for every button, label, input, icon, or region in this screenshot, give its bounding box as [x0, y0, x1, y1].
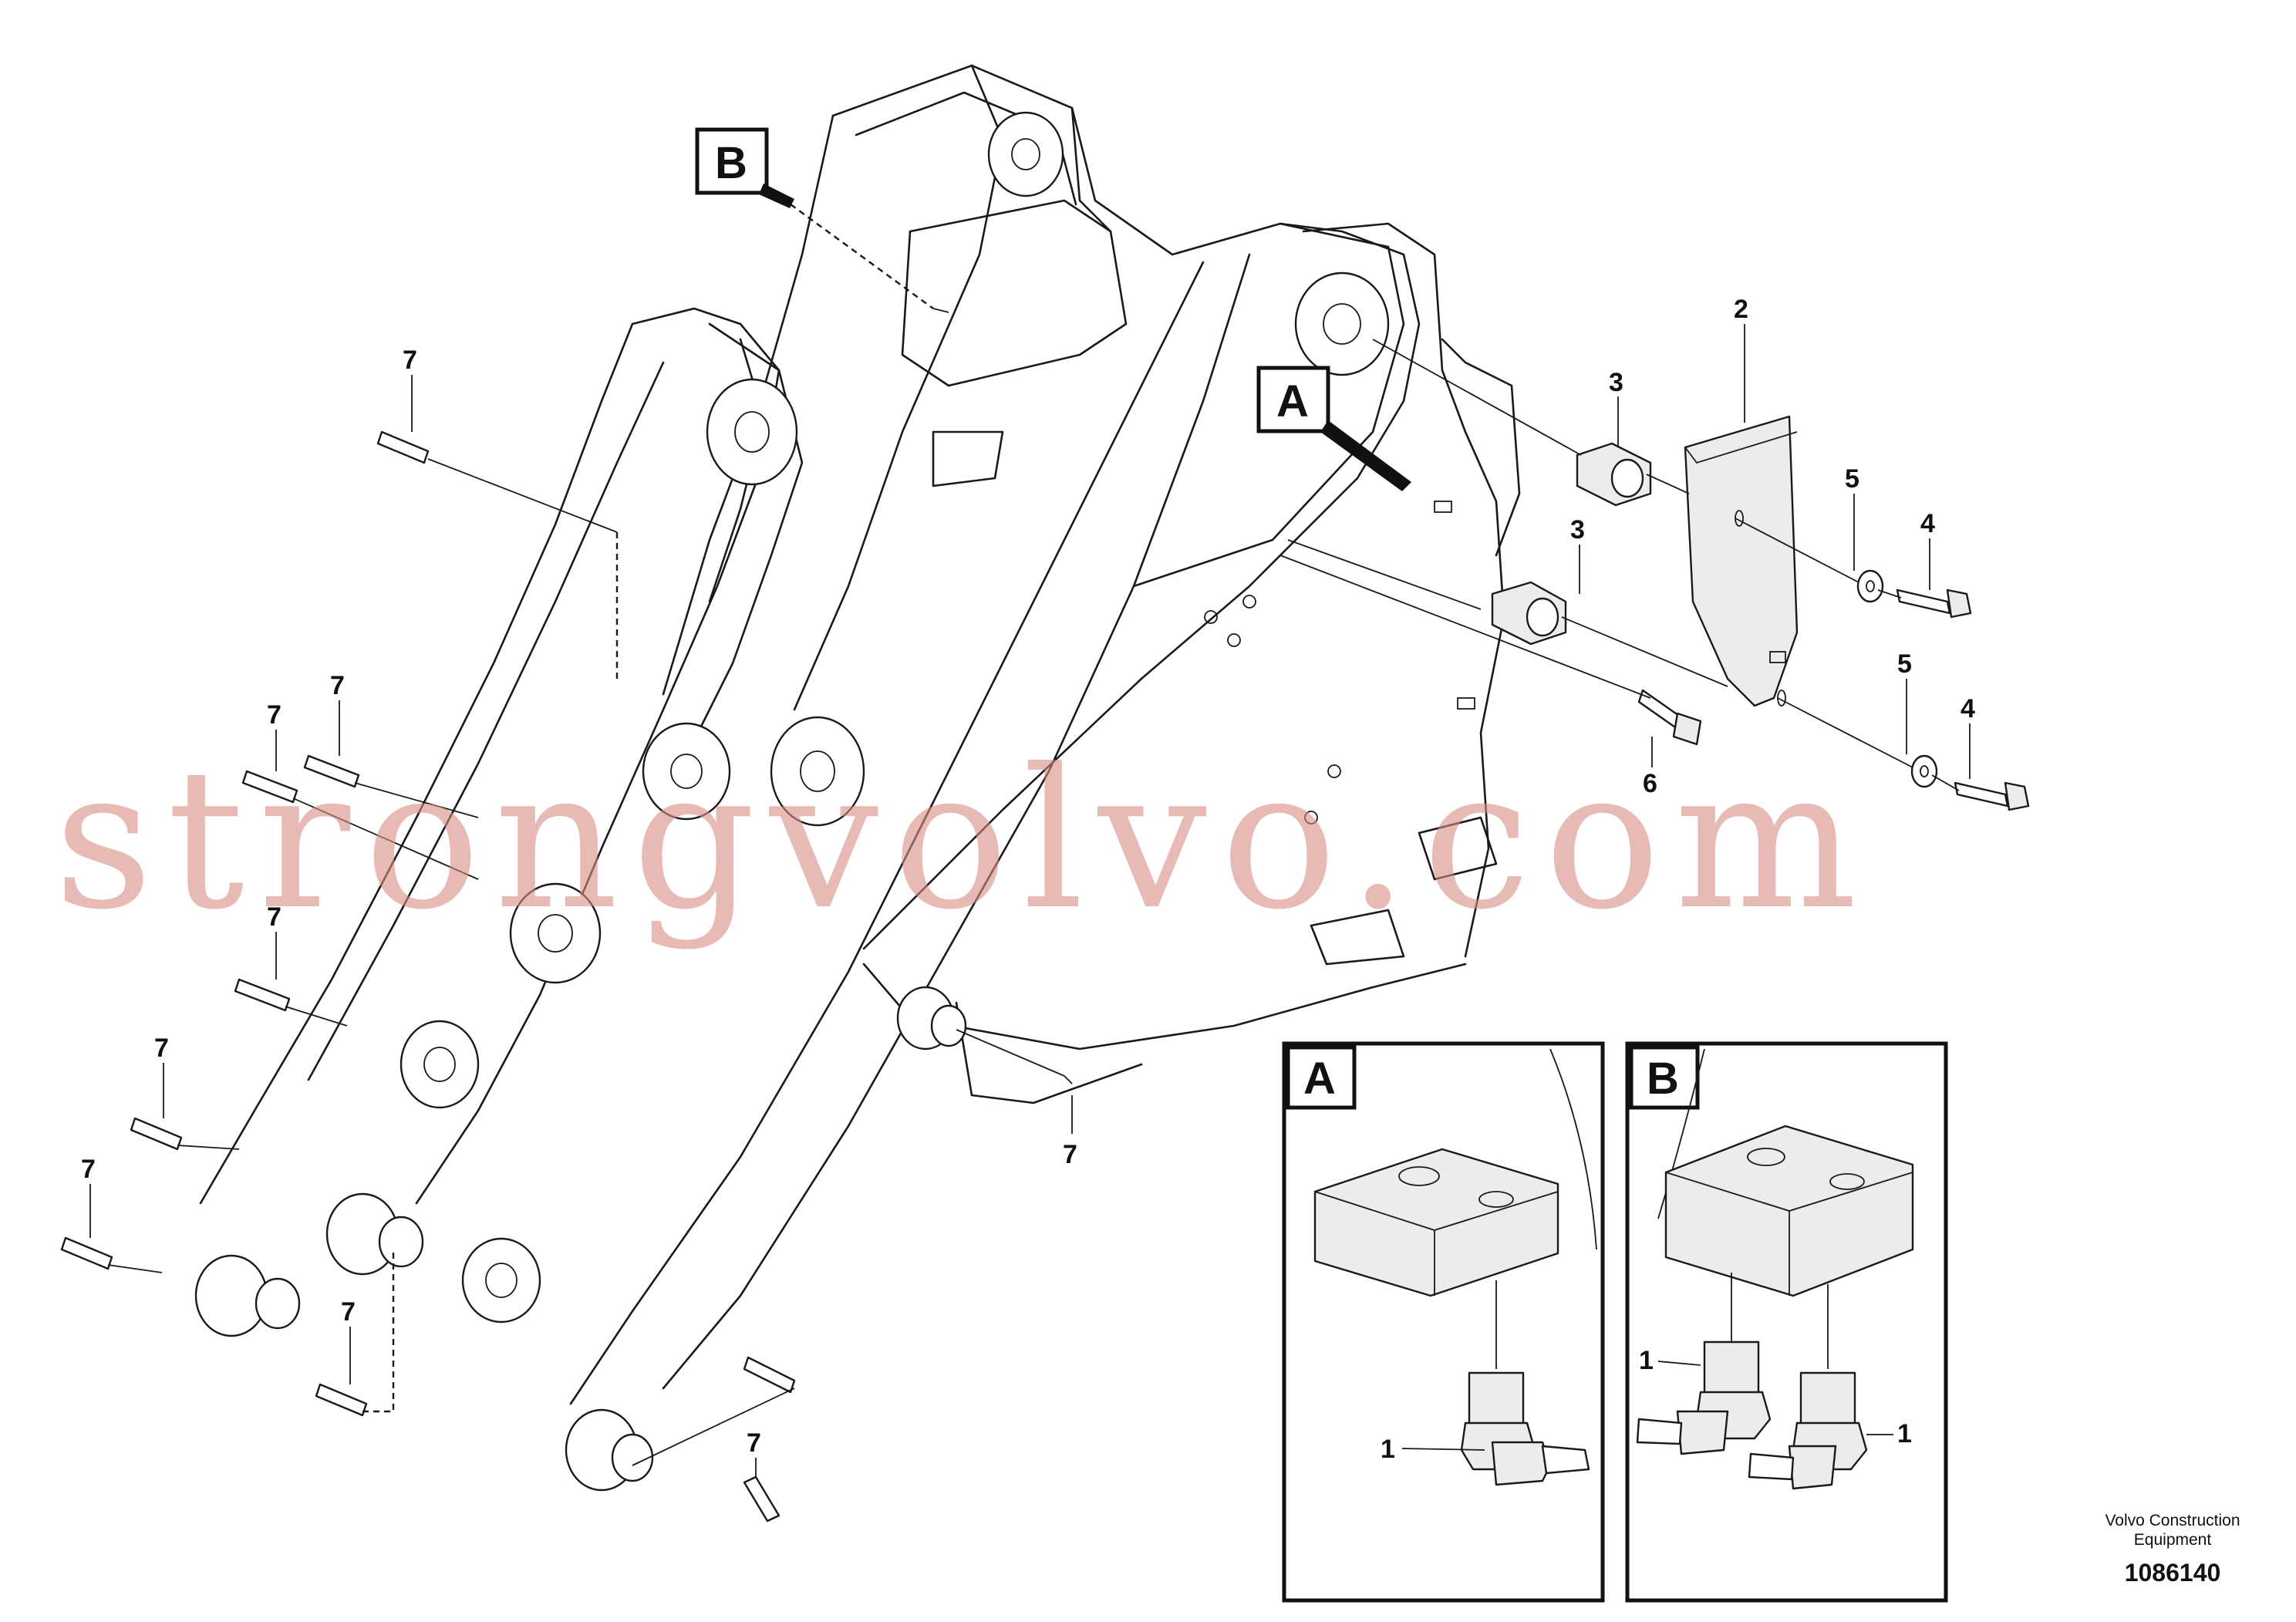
callout-7-i: 7	[747, 1428, 761, 1458]
callout-4-lower: 4	[1961, 694, 1975, 723]
callout-7-e: 7	[154, 1034, 169, 1063]
detail-panel-a: A 1	[1282, 1041, 1605, 1603]
company-line-1: Volvo Construction	[2105, 1512, 2240, 1529]
watermark: strongvolvo.com	[54, 727, 1871, 952]
callout-5-lower: 5	[1897, 649, 1912, 679]
detail-b-callout-1-right: 1	[1897, 1419, 1912, 1448]
detail-panel-b: B 1 1	[1625, 1041, 1948, 1603]
detail-a-label: A	[1303, 1054, 1336, 1104]
callout-7-b: 7	[330, 671, 345, 700]
detail-b-callout-1-left: 1	[1639, 1346, 1654, 1375]
callout-4-upper: 4	[1920, 509, 1935, 538]
svg-text:A: A	[1276, 376, 1309, 427]
bolt-6	[1637, 689, 1702, 746]
loader-frame-drawing	[194, 64, 1521, 1492]
detail-a-callout-1: 1	[1381, 1435, 1395, 1464]
callout-7-a: 7	[403, 346, 417, 375]
flange-bolt-lower	[1954, 781, 2030, 811]
bracket-plate	[1684, 415, 1799, 707]
callout-7-c: 7	[267, 700, 282, 730]
footer-block: Volvo Construction Equipment 1086140	[2105, 1512, 2240, 1587]
flange-bolt-upper	[1896, 588, 1972, 619]
view-label-b: B	[695, 127, 794, 208]
damper-upper	[1576, 442, 1652, 507]
detail-b-label: B	[1647, 1054, 1679, 1104]
view-label-a: A	[1256, 366, 1411, 491]
damper-lower	[1491, 581, 1567, 646]
callout-5-upper: 5	[1845, 464, 1859, 494]
drawing-number: 1086140	[2125, 1559, 2221, 1587]
callout-numbers: 2 3 3 4 4 5 5 6 7 7 7 7 7 7 7 7 7	[81, 295, 1975, 1477]
callout-7-f: 7	[81, 1155, 96, 1184]
callout-6: 6	[1643, 769, 1657, 798]
callout-7-h: 7	[1063, 1140, 1077, 1169]
washer-lower	[1910, 754, 1938, 788]
callout-3-upper: 3	[1609, 368, 1623, 397]
svg-text:B: B	[715, 138, 747, 188]
callout-7-d: 7	[267, 902, 282, 932]
callout-3-lower: 3	[1570, 515, 1585, 545]
washer-upper	[1856, 569, 1884, 603]
grease-nipple-set	[60, 430, 796, 1523]
leader-lines	[107, 204, 1960, 1466]
callout-7-g: 7	[341, 1297, 356, 1327]
company-line-2: Equipment	[2134, 1531, 2212, 1549]
callout-2: 2	[1734, 295, 1748, 324]
